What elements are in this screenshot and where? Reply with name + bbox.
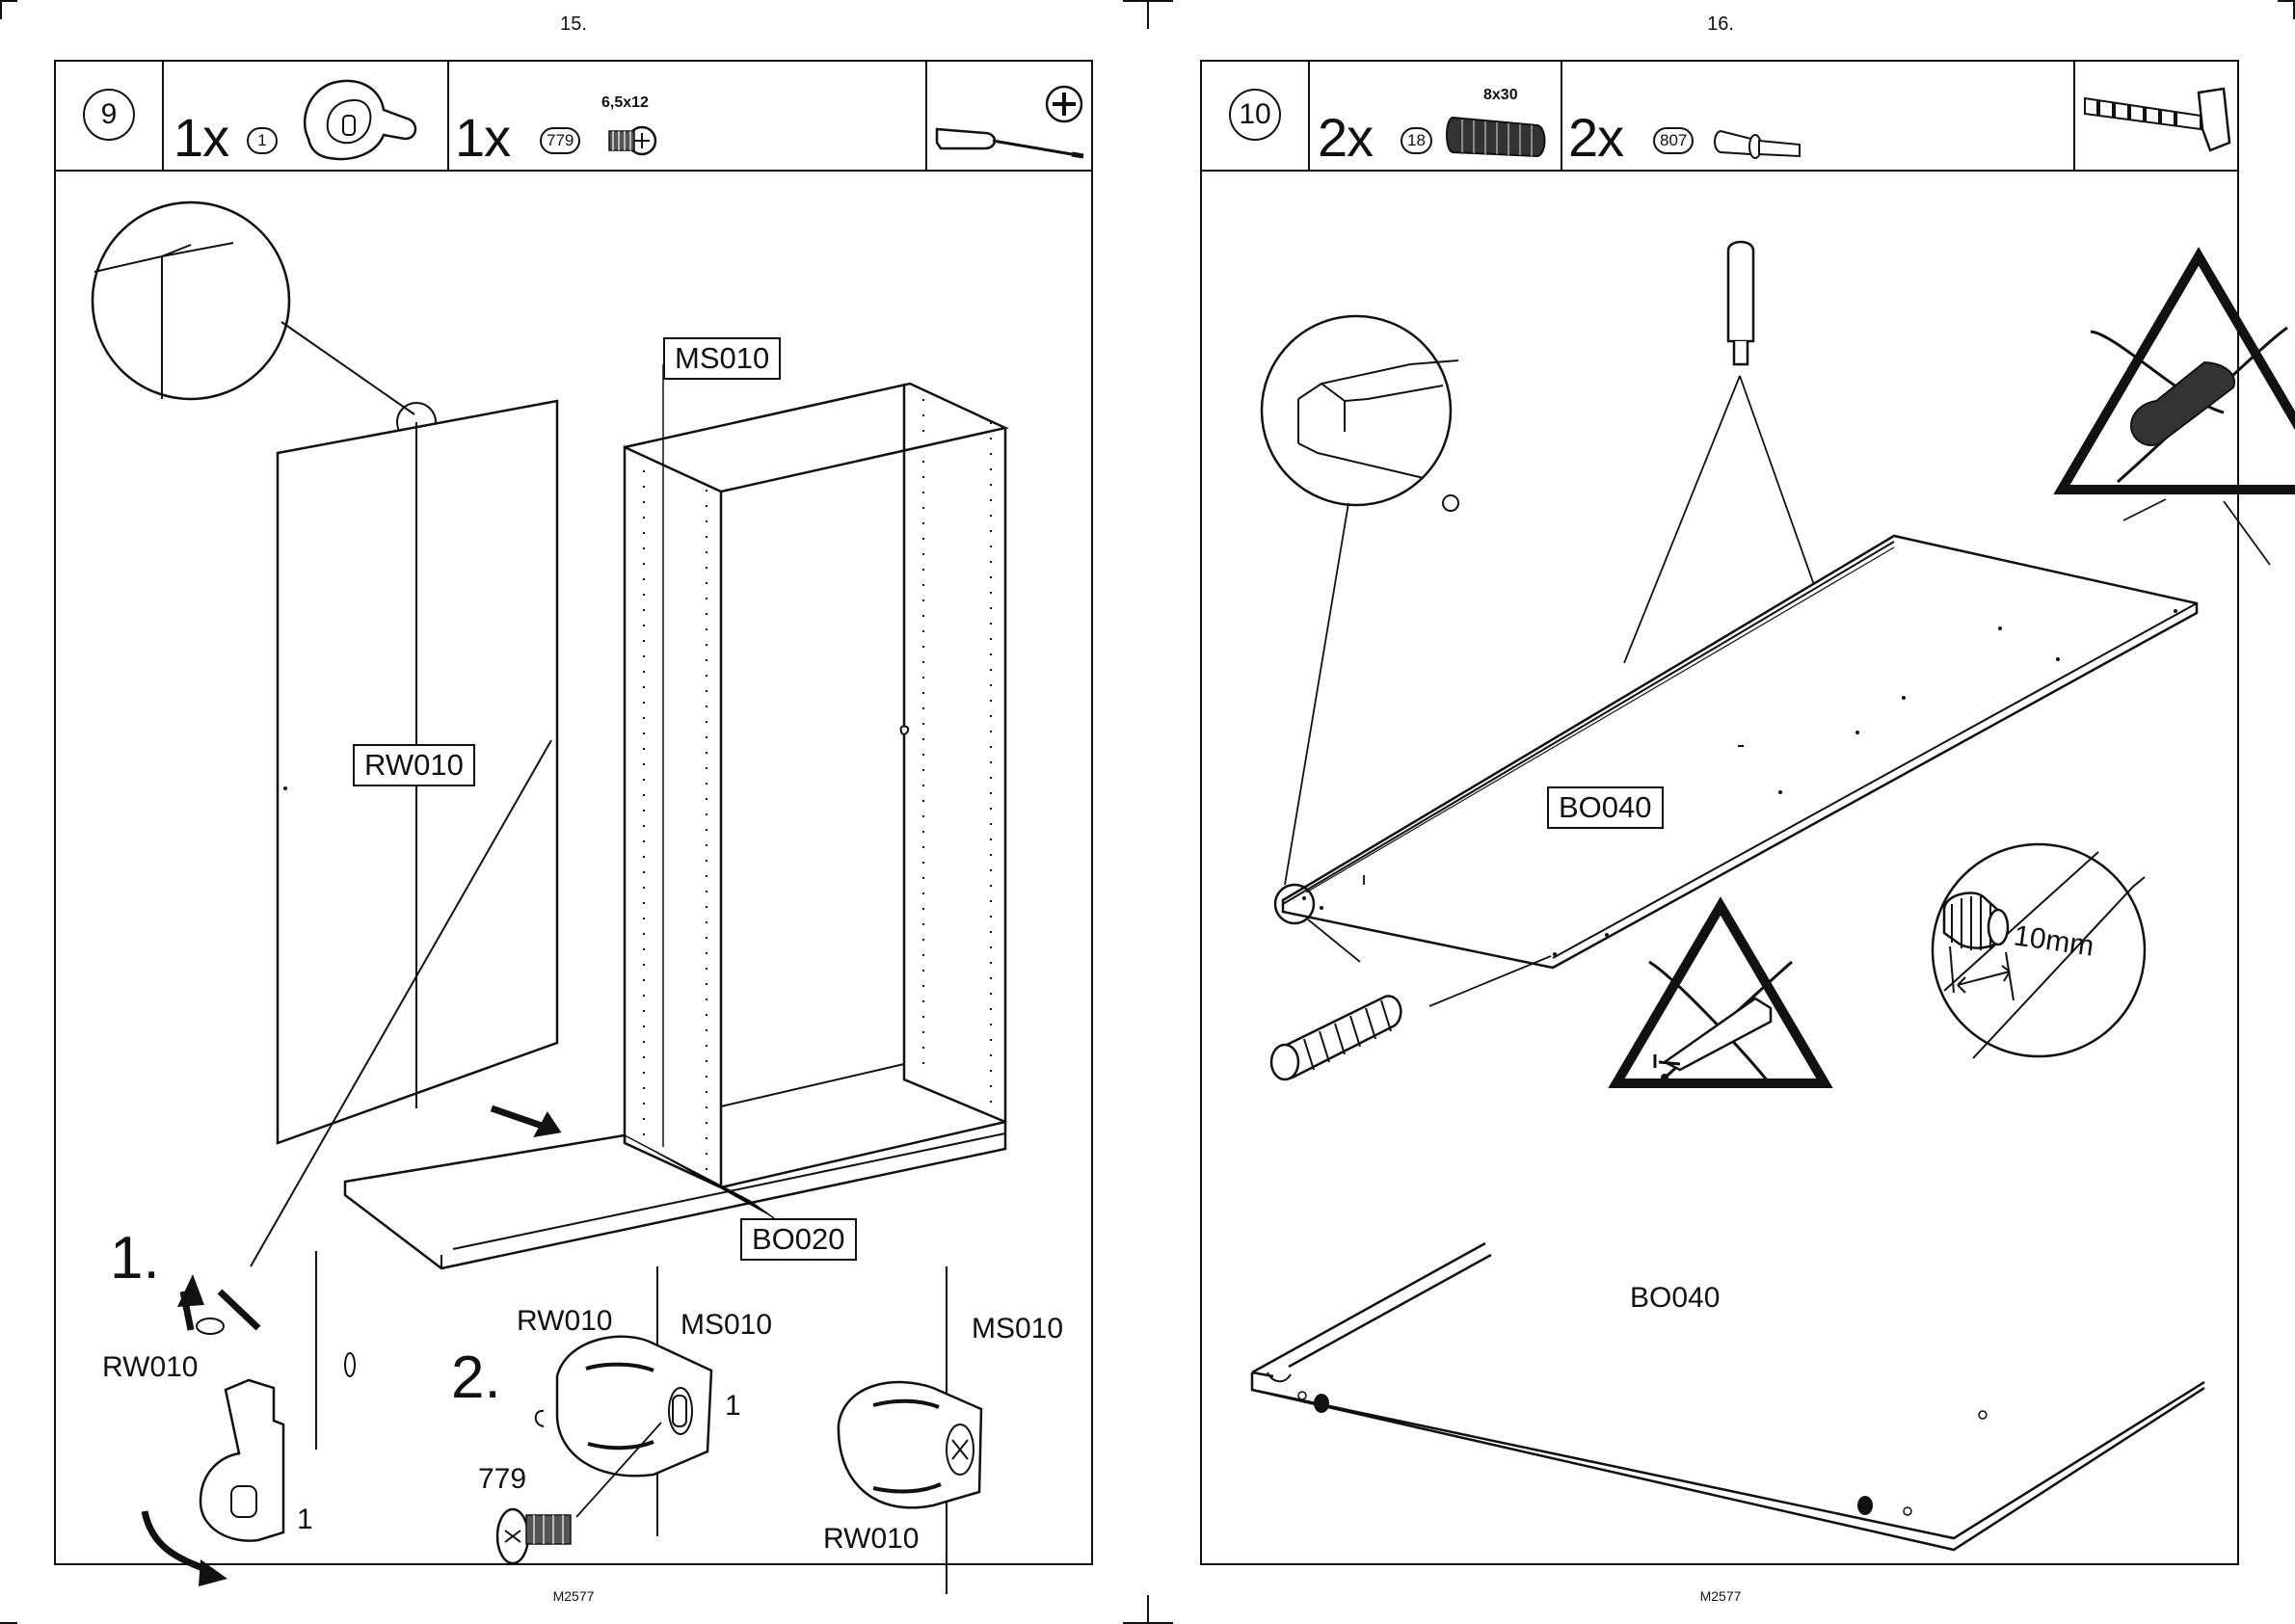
footer-code: M2577 <box>1672 1588 1769 1604</box>
phillips-head-icon <box>927 62 1093 170</box>
hammer-icon <box>2075 62 2239 170</box>
detail-label-rw010: RW010 <box>823 1523 920 1556</box>
part-cell: 1x 1 <box>164 62 449 170</box>
assembly-drawing: MS010 RW010 BO020 1. 2. RW010 1 RW010 MS… <box>56 172 1091 1563</box>
step-number-cell: 9 <box>56 62 164 170</box>
crop-mark <box>0 0 2 19</box>
parts-header: 9 1x 1 1x 779 6,5x12 <box>56 62 1091 172</box>
step-number-cell: 10 <box>1202 62 1310 170</box>
part-cell: 1x 779 6,5x12 <box>449 62 927 170</box>
step-1-marker: 1. <box>110 1224 160 1292</box>
assembly-drawing: BO040 BO040 10mm <box>1202 172 2237 1563</box>
step-2-marker: 2. <box>451 1344 501 1412</box>
tools-cell <box>2075 62 2239 170</box>
crop-mark <box>1147 0 1149 29</box>
detail-label-rw010: RW010 <box>102 1351 199 1384</box>
wardrobe-assembly-illustration <box>56 172 1095 1567</box>
step-number: 9 <box>83 89 135 141</box>
cam-lock-fitting-icon <box>164 62 449 170</box>
crop-mark <box>1147 1595 1149 1624</box>
part-label-rw010: RW010 <box>353 744 475 786</box>
part-cell: 2x 18 8x30 <box>1310 62 1562 170</box>
part-label-ms010: MS010 <box>663 337 781 380</box>
detail-label-ms010: MS010 <box>972 1313 1063 1345</box>
detail-label-ms010: MS010 <box>680 1309 772 1342</box>
page-number: 16. <box>1682 13 1759 36</box>
step-9-panel: 9 1x 1 1x 779 6,5x12 <box>54 60 1093 1565</box>
tools-cell <box>927 62 1093 170</box>
part-label-bo020: BO020 <box>740 1218 857 1261</box>
step-number: 10 <box>1229 89 1281 141</box>
footer-code: M2577 <box>525 1588 622 1604</box>
detail-label-1: 1 <box>297 1504 313 1536</box>
shelf-pin-icon <box>1562 62 2075 170</box>
detail-label-779: 779 <box>478 1463 526 1496</box>
detail-label-rw010: RW010 <box>517 1305 613 1338</box>
page-number: 15. <box>535 13 612 36</box>
step-10-panel: 10 2x 18 8x30 2x 807 <box>1200 60 2239 1565</box>
part-label-bo040: BO040 <box>1630 1282 1720 1315</box>
shelf-dowel-illustration <box>1202 172 2241 1567</box>
crop-mark <box>0 0 17 2</box>
part-cell: 2x 807 <box>1562 62 2075 170</box>
part-label-bo040: BO040 <box>1547 786 1664 829</box>
screw-icon <box>449 62 927 170</box>
parts-header: 10 2x 18 8x30 2x 807 <box>1202 62 2237 172</box>
wooden-dowel-icon <box>1310 62 1562 170</box>
detail-label-1: 1 <box>725 1390 741 1423</box>
